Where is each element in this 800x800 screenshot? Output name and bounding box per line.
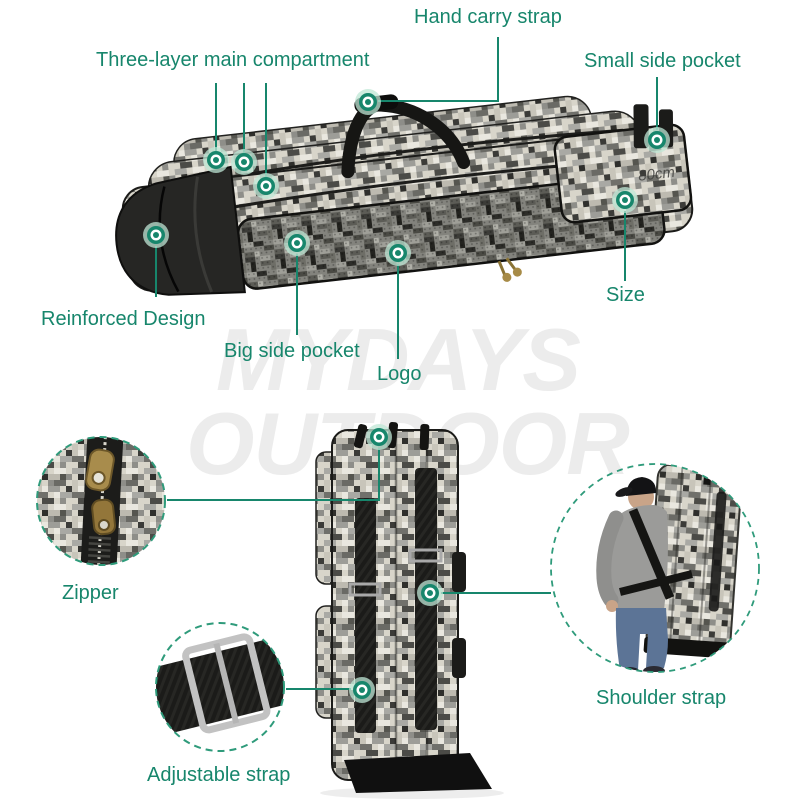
adjustable-dot-icon xyxy=(349,677,375,703)
callout-lines xyxy=(155,37,658,690)
horizontal-rod-bag: 80cm xyxy=(115,94,694,296)
bag-size-print: 80cm xyxy=(637,164,675,185)
zipper-line xyxy=(167,448,380,501)
three-layer-dot-icon xyxy=(253,173,279,199)
label-reinforced-design: Reinforced Design xyxy=(41,308,206,330)
zipper-pull-bottom xyxy=(91,498,117,536)
hand-carry-line xyxy=(378,37,499,102)
label-size: Size xyxy=(606,284,645,306)
size-dot-icon xyxy=(612,187,638,213)
model-circle-border xyxy=(550,463,760,673)
zipper-closeup xyxy=(36,436,166,566)
label-hand-carry-strap: Hand carry strap xyxy=(414,6,562,28)
label-small-side-pocket: Small side pocket xyxy=(584,50,741,72)
label-shoulder-strap: Shoulder strap xyxy=(596,687,727,709)
small-pocket-dot-icon xyxy=(644,127,670,153)
adjustable-circle-border xyxy=(155,622,285,752)
zipper-pull-top xyxy=(85,448,115,492)
label-zipper: Zipper xyxy=(62,582,119,604)
label-big-side-pocket: Big side pocket xyxy=(224,340,360,362)
logo-dot-icon xyxy=(385,240,411,266)
reinforced-dot-icon xyxy=(143,222,169,248)
label-adjustable-strap: Adjustable strap xyxy=(147,764,291,786)
zipper-pulls xyxy=(497,257,522,282)
reinforced-end-cap xyxy=(115,165,246,296)
label-three-layer-main-compartment: Three-layer main compartment xyxy=(96,49,370,71)
three-layer-dot-icon xyxy=(231,149,257,175)
three-layer-dot-icon xyxy=(203,147,229,173)
zipper-circle-border xyxy=(36,436,166,566)
model-person xyxy=(596,477,693,672)
big-pocket-dot-icon xyxy=(284,230,310,256)
zipper-dot-icon xyxy=(366,424,392,450)
hand-carry-dot-icon xyxy=(355,89,381,115)
adjustable-strap-closeup xyxy=(155,622,285,752)
vertical-rod-bag xyxy=(315,421,504,799)
label-logo: Logo xyxy=(377,363,422,385)
shoulder-strap-model xyxy=(550,463,760,673)
shoulder-dot-icon xyxy=(417,580,443,606)
